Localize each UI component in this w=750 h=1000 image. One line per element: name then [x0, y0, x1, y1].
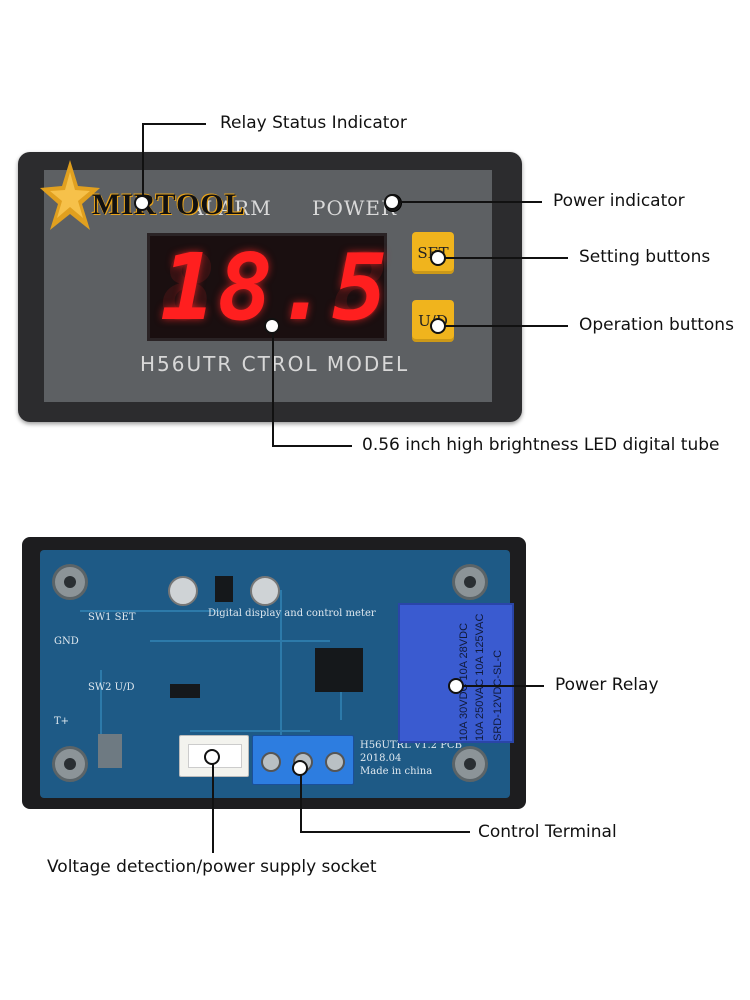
logo-text: MIRTOOL	[92, 188, 246, 221]
inductor	[98, 734, 122, 768]
callout-dot	[264, 318, 280, 334]
callout-line	[456, 685, 544, 687]
silk-tplus: T+	[54, 716, 70, 727]
mount-hole-bottom-right	[452, 746, 488, 782]
callout-dot	[204, 749, 220, 765]
callout-line	[392, 201, 542, 203]
star-logo-icon	[40, 160, 100, 230]
capacitor	[168, 576, 198, 606]
callout-line	[212, 757, 214, 853]
callout-dot	[292, 760, 308, 776]
callout-operation-buttons: Operation buttons	[579, 315, 734, 335]
silk-date: 2018.04	[360, 753, 402, 764]
callout-line	[440, 257, 568, 259]
silk-version: H56UTRL V1.2 PCB	[360, 740, 462, 751]
callout-line	[440, 325, 568, 327]
power-relay: SRD-12VDC-SL-C 10A 250VAC 10A 125VAC 10A…	[398, 603, 514, 743]
callout-power-relay: Power Relay	[555, 675, 659, 695]
callout-line	[142, 123, 206, 125]
silk-title: Digital display and control meter	[208, 608, 376, 619]
mount-hole-top-right	[452, 564, 488, 600]
callout-line	[272, 445, 352, 447]
callout-line	[272, 326, 274, 447]
callout-line	[300, 831, 470, 833]
callout-voltage-socket: Voltage detection/power supply socket	[47, 857, 377, 877]
alarm-label: ALARM	[189, 196, 272, 220]
callout-dot	[430, 318, 446, 334]
silk-gnd: GND	[54, 636, 79, 647]
diode	[170, 684, 200, 698]
silk-sw1: SW1 SET	[88, 612, 136, 623]
callout-dot	[430, 250, 446, 266]
terminal-screw	[261, 752, 281, 772]
silk-sw2: SW2 U/D	[88, 682, 135, 693]
power-socket	[179, 735, 249, 777]
callout-dot	[384, 194, 400, 210]
relay-rating-ac: 10A 250VAC 10A 125VAC	[474, 613, 486, 741]
callout-power-indicator: Power indicator	[553, 191, 685, 211]
silk-made-in: Made in china	[360, 766, 433, 777]
mount-hole-bottom-left	[52, 746, 88, 782]
mcu-chip	[315, 648, 363, 692]
brand-logo: MIRTOOL	[40, 160, 245, 235]
callout-dot	[448, 678, 464, 694]
mount-hole-top-left	[52, 564, 88, 600]
regulator-chip	[215, 576, 233, 602]
callout-led-tube: 0.56 inch high brightness LED digital tu…	[362, 435, 720, 455]
capacitor	[250, 576, 280, 606]
callout-control-terminal: Control Terminal	[478, 822, 617, 842]
callout-dot	[134, 195, 150, 211]
relay-model: SRD-12VDC-SL-C	[492, 649, 504, 741]
power-label: POWER	[312, 196, 398, 220]
callout-line	[300, 768, 302, 833]
terminal-screw	[325, 752, 345, 772]
callout-relay-status: Relay Status Indicator	[220, 113, 407, 133]
callout-line	[142, 123, 144, 205]
callout-setting-buttons: Setting buttons	[579, 247, 711, 267]
model-text: H56UTR CTROL MODEL	[140, 352, 410, 376]
led-display: 88.8 18.5	[147, 233, 388, 341]
